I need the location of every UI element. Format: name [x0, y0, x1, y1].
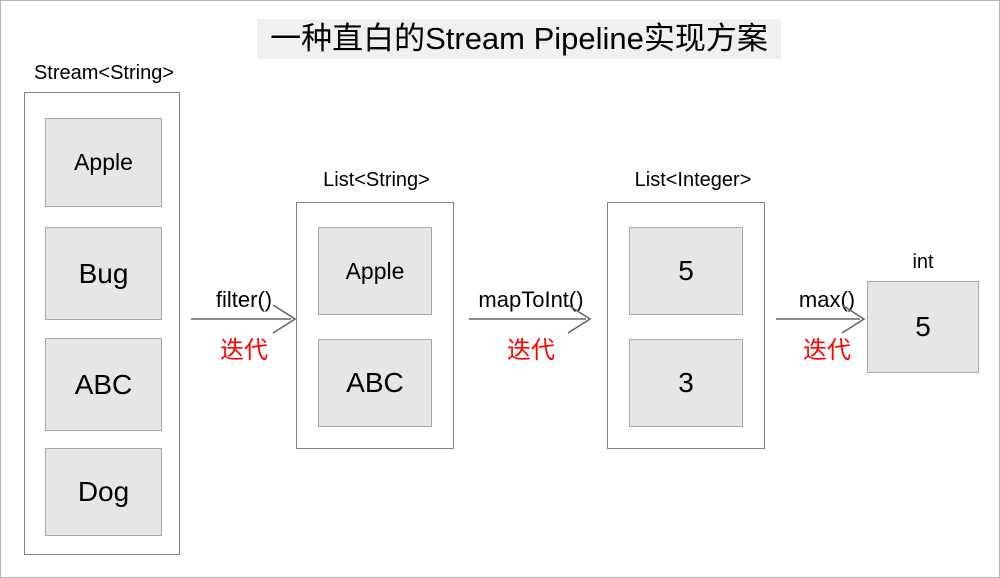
iteration-note-maptoint: 迭代	[507, 337, 555, 364]
operation-label-filter: filter()	[215, 287, 273, 312]
int-result-box: 5	[867, 281, 979, 373]
stage-label-list-integer: List<Integer>	[634, 169, 752, 191]
stream-item-1: Bug	[45, 227, 162, 320]
stream-item-3-label: Dog	[77, 476, 130, 507]
list-string-item-0-label: Apple	[345, 257, 405, 284]
list-string-item-1: ABC	[318, 339, 432, 427]
stream-item-0-label: Apple	[74, 149, 133, 175]
page-title: 一种直白的Stream Pipeline实现方案	[257, 19, 781, 59]
int-result-label: 5	[915, 311, 931, 342]
stream-item-0: Apple	[45, 118, 162, 207]
arrow-maptoint	[469, 301, 594, 337]
list-integer-item-1-label: 3	[678, 367, 694, 398]
stream-item-1-label: Bug	[78, 257, 129, 289]
operation-label-maptoint: mapToInt()	[478, 287, 584, 312]
arrow-filter	[191, 301, 299, 337]
list-string-item-1-label: ABC	[346, 367, 404, 398]
stage-label-stream-string: Stream<String>	[33, 62, 175, 84]
list-integer-item-1: 3	[629, 339, 743, 427]
list-string-item-0: Apple	[318, 227, 432, 315]
stage-label-int: int	[912, 251, 934, 273]
stream-item-2-label: ABC	[74, 368, 133, 400]
iteration-note-max: 迭代	[803, 337, 851, 364]
iteration-note-filter: 迭代	[220, 337, 268, 364]
arrow-max	[776, 301, 868, 337]
stage-label-list-string: List<String>	[323, 169, 430, 191]
list-integer-item-0-label: 5	[678, 255, 694, 286]
list-integer-item-0: 5	[629, 227, 743, 315]
stream-item-2: ABC	[45, 338, 162, 431]
stream-item-3: Dog	[45, 448, 162, 536]
